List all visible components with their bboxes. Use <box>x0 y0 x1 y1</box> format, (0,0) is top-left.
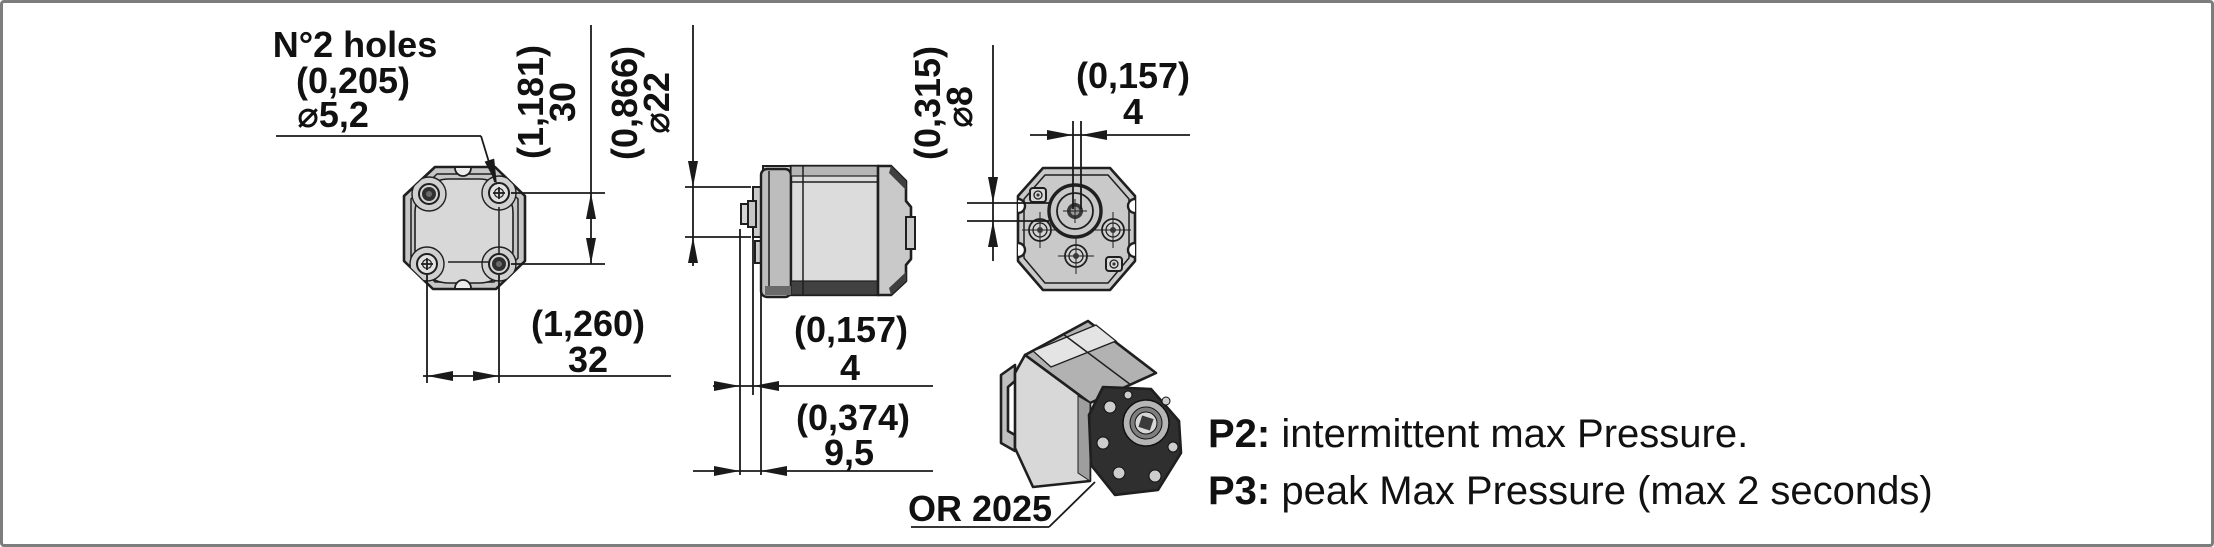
side-cover-top-chamfer-shadow <box>889 166 906 190</box>
note-p2-text: intermittent max Pressure. <box>1270 412 1748 456</box>
side-body-top-band <box>790 165 879 177</box>
dim-30-inches: (1,181) <box>510 45 551 159</box>
arrowhead <box>586 238 596 264</box>
rear-port-screw-right <box>1095 212 1131 248</box>
rear-port-screw-bottom <box>1058 238 1094 274</box>
side-rear-port-boss <box>905 216 916 250</box>
front-view <box>402 165 527 291</box>
rear-square-screw-bottom-right <box>1105 256 1123 272</box>
note-p3: P3: peak Max Pressure (max 2 seconds) <box>1208 469 1933 513</box>
side-body <box>789 164 880 297</box>
note-p3-text: peak Max Pressure (max 2 seconds) <box>1270 469 1932 513</box>
rear-port-screw-left <box>1022 212 1058 248</box>
dimension-flange-thickness-4: (0,157) 4 <box>713 229 933 475</box>
arrowhead <box>688 237 698 263</box>
dimension-horizontal-32: (1,260) 32 <box>423 275 671 383</box>
iso-top-seam-line <box>1062 333 1132 386</box>
pressure-notes: P2: intermittent max Pressure. P3: peak … <box>1208 412 1933 513</box>
oring-leader-line <box>1048 481 1096 528</box>
arrowhead <box>753 381 779 391</box>
dim-32-mm: 32 <box>568 339 608 380</box>
dim-8-inches: (0,315) <box>907 46 948 160</box>
iso-shaft-rings <box>1122 399 1170 447</box>
dim-side4-mm: 4 <box>840 347 860 388</box>
note-p2-label: P2: <box>1208 412 1270 456</box>
side-flange-bottom-shadow <box>765 286 791 295</box>
dim-95-mm: 9,5 <box>824 432 874 473</box>
rear-square-screw-top-left <box>1029 187 1047 203</box>
dim-side4-inches: (0,157) <box>794 309 908 350</box>
dimension-shaft-diameter-8: (0,315) ⌀8 <box>907 45 1049 261</box>
dimension-mounting-holes-note: N°2 holes (0,205) ⌀5,2 <box>273 24 502 187</box>
holes-note-line1: N°2 holes <box>273 24 437 65</box>
iso-bolt-holes <box>1096 390 1179 483</box>
oring-callout: OR 2025 <box>908 481 1096 529</box>
rear-view <box>1016 166 1137 292</box>
side-shaft-step <box>747 200 757 228</box>
rear-shaft-boss <box>1047 183 1103 239</box>
oring-label: OR 2025 <box>908 488 1052 529</box>
arrowhead <box>714 381 740 391</box>
side-body-bottom-band <box>790 280 879 296</box>
dim-22-mm: ⌀22 <box>636 72 677 134</box>
dimension-key-width-4: (0,157) 4 <box>1030 55 1190 209</box>
screw-top-right <box>488 182 510 204</box>
note-p2: P2: intermittent max Pressure. <box>1208 412 1748 456</box>
screw-top-left <box>418 183 440 205</box>
rear-edge-notches <box>1018 197 1135 259</box>
dim-22-inches: (0,866) <box>604 46 645 160</box>
screw-bottom-left <box>416 253 438 275</box>
side-view <box>740 164 916 299</box>
arrowhead <box>473 371 499 381</box>
side-shaft-end <box>740 203 749 225</box>
holes-note-line3: ⌀5,2 <box>297 94 369 135</box>
front-top-notch <box>454 167 472 177</box>
dim-8-mm: ⌀8 <box>939 86 980 128</box>
iso-front-shadow-band <box>1077 395 1091 482</box>
side-cover-bottom-chamfer-shadow <box>889 272 906 295</box>
arrowhead <box>427 371 453 381</box>
arrowhead <box>761 466 787 476</box>
note-p3-label: P3: <box>1208 469 1270 513</box>
holes-note-line2: (0,205) <box>296 60 410 101</box>
front-bottom-notch <box>454 279 472 289</box>
arrowhead <box>586 193 596 219</box>
dimension-pilot-diameter-22: (0,866) ⌀22 <box>604 25 751 266</box>
dim-32-inches: (1,260) <box>531 303 645 344</box>
dim-key4-inches: (0,157) <box>1076 55 1190 96</box>
arrowhead <box>714 466 740 476</box>
gear-pump-dimensional-drawing: N°2 holes (0,205) ⌀5,2 (1,181) 30 (0,866… <box>273 24 1933 529</box>
dim-key4-mm: 4 <box>1123 91 1143 132</box>
arrowhead <box>988 221 998 247</box>
arrowhead <box>988 177 998 203</box>
side-flange <box>759 167 793 299</box>
screw-bottom-right <box>488 253 510 275</box>
arrowhead <box>1047 130 1073 140</box>
rear-body-inner-rim <box>1023 174 1130 284</box>
dim-30-mm: 30 <box>542 82 583 122</box>
dim-95-inches: (0,374) <box>796 397 910 438</box>
iso-top-highlight-band <box>1031 324 1118 368</box>
iso-flange-ear <box>999 363 1017 453</box>
dimension-vertical-30: (1,181) 30 <box>510 25 605 265</box>
dimension-pilot-depth-9-5: (0,374) 9,5 <box>693 265 933 476</box>
isometric-view <box>999 319 1183 497</box>
arrowhead <box>688 161 698 187</box>
arrowhead <box>1081 130 1107 140</box>
